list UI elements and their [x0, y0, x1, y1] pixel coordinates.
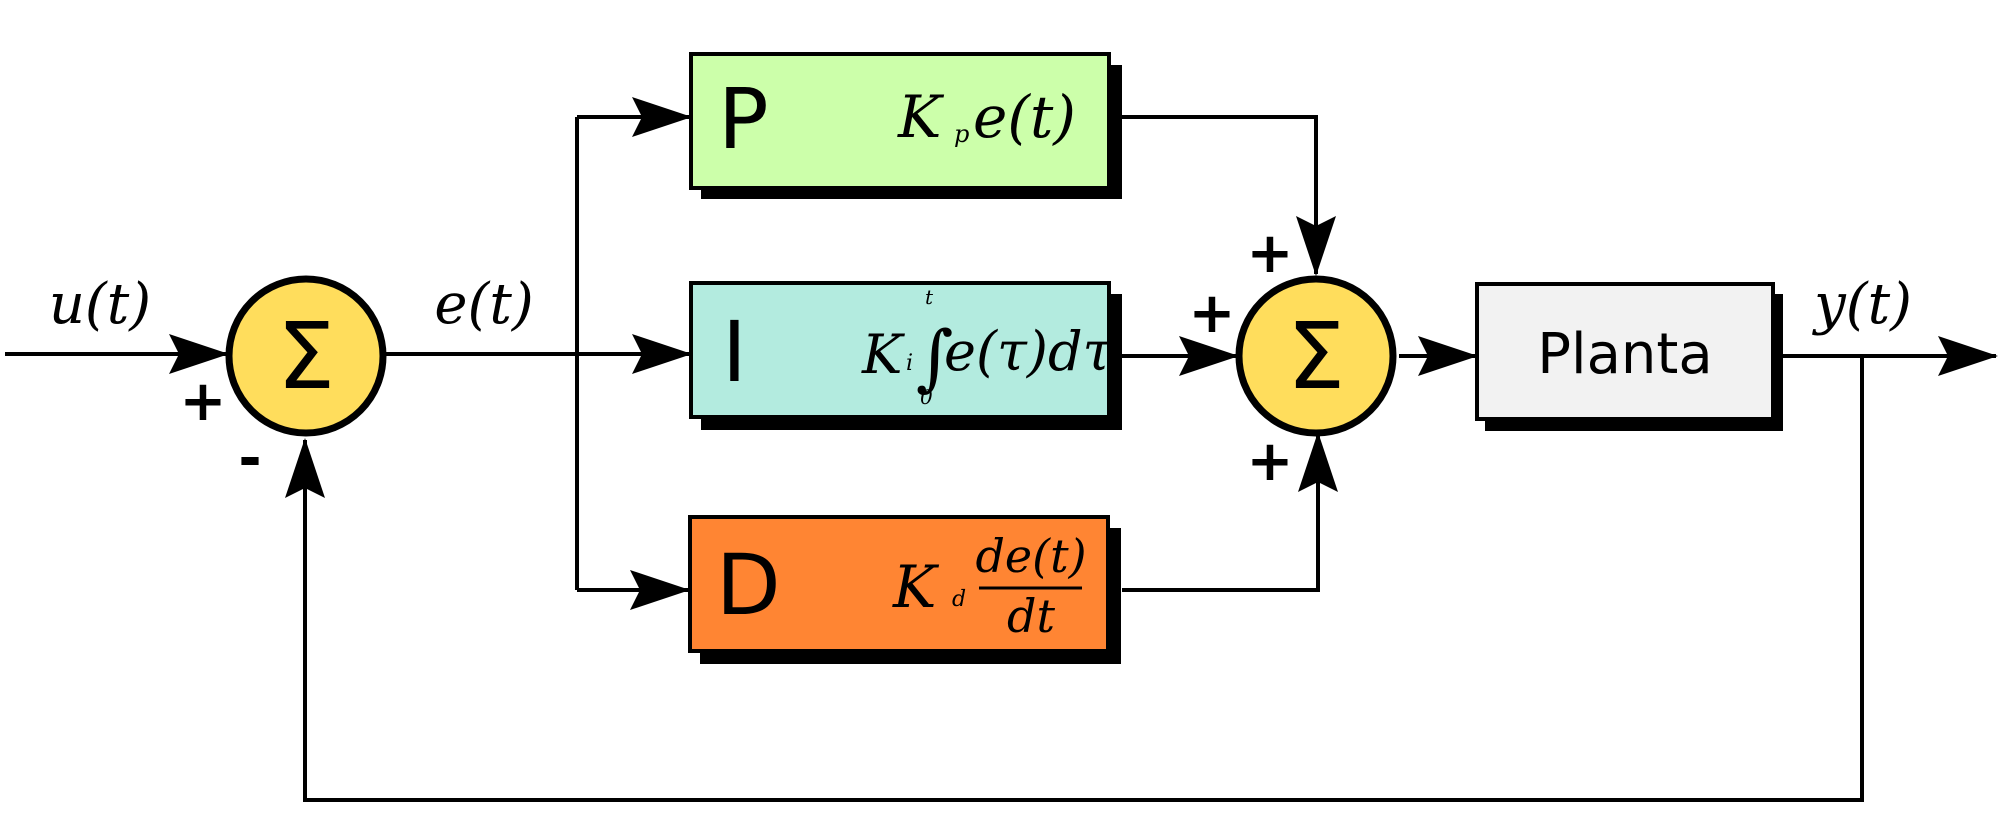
d-block-letter: D — [716, 536, 781, 634]
p-plus-sign: + — [1247, 221, 1294, 286]
sigma-symbol: Σ — [1287, 303, 1345, 410]
p-block-letter: P — [718, 70, 769, 168]
signal-lines — [5, 97, 1998, 802]
p-block-box — [689, 52, 1111, 190]
i-gain-symbol: K — [861, 323, 905, 386]
feedback-line — [285, 356, 1864, 802]
d-block-box — [688, 515, 1110, 653]
plant-block: Planta — [1475, 282, 1783, 431]
plant-label: Planta — [1537, 322, 1712, 387]
input-signal-label: u(t) — [49, 272, 151, 337]
p-term: e(t) — [973, 83, 1076, 151]
d-gain-symbol: K — [892, 553, 940, 621]
i-block-box — [689, 281, 1111, 419]
sigma-symbol: Σ — [277, 303, 335, 410]
integral-block: I K i ∫ t 0 e(τ)dτ — [689, 281, 1122, 430]
d-plus-sign: + — [1247, 429, 1294, 494]
derivative-numerator: de(t) — [975, 529, 1086, 583]
derivative-block: D K d de(t) dt — [688, 515, 1121, 664]
i-term: e(τ)dτ — [944, 320, 1114, 383]
input-plus-sign: + — [180, 369, 227, 434]
plant-block-box — [1475, 282, 1775, 421]
p-gain-symbol: K — [897, 83, 945, 151]
d-output-line — [1122, 432, 1338, 592]
error-summing-junction: Σ — [225, 275, 387, 437]
integral-upper-limit: t — [925, 285, 934, 309]
p-output-line — [1122, 115, 1336, 276]
integral-sign: ∫ — [916, 315, 954, 399]
output-signal-label: y(t) — [1811, 272, 1912, 337]
derivative-denominator: dt — [1007, 589, 1055, 643]
output-summing-junction: Σ — [1235, 275, 1397, 437]
i-plus-sign: + — [1189, 281, 1236, 346]
i-gain-subscript: i — [906, 351, 913, 376]
error-signal-label: e(t) — [434, 272, 533, 337]
integral-lower-limit: 0 — [920, 385, 933, 409]
proportional-block: P K p e(t) — [689, 52, 1122, 199]
d-gain-subscript: d — [952, 587, 966, 612]
i-block-letter: I — [722, 303, 747, 401]
feedback-minus-sign: - — [238, 426, 261, 491]
p-gain-subscript: p — [954, 120, 969, 148]
